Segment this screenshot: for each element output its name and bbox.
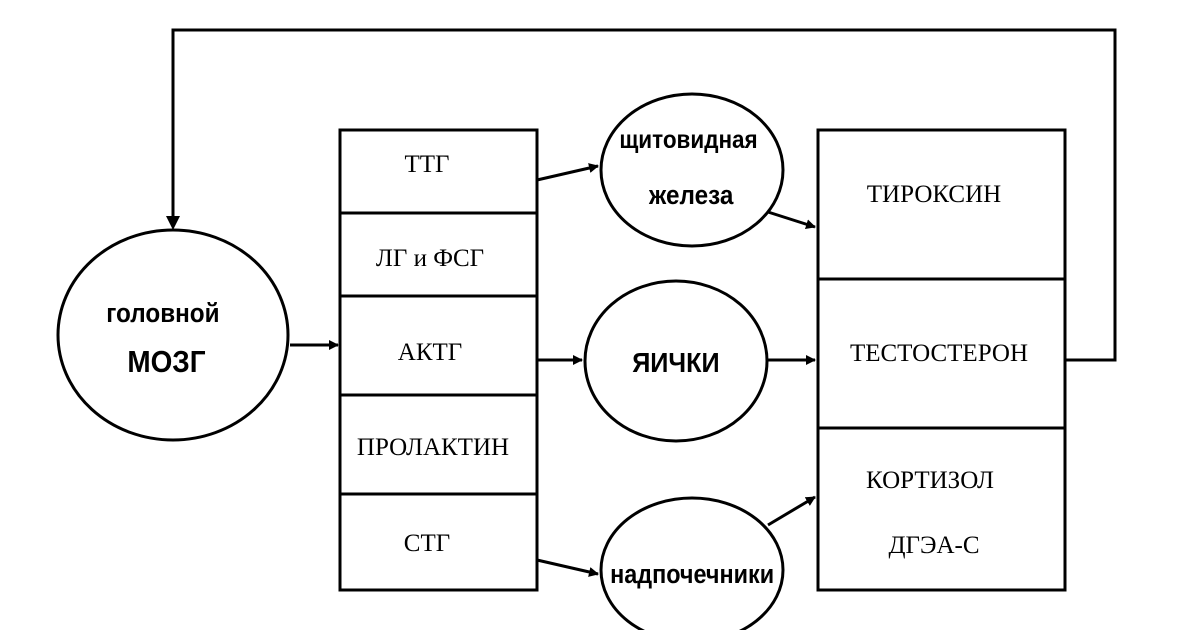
arrow-thyroid-to-thyroxine [767,210,816,230]
hormone-dhea-s: ДГЭА-С [888,532,979,559]
arrow-stg-to-adrenals [536,558,599,577]
brain-label-line1: головной [106,299,219,328]
hormone-ttg: ТТГ [405,151,450,178]
arrow-adrenals-to-cortisol [767,495,816,527]
thyroid-label-line2: железа [648,181,734,210]
thyroid-label-line1: щитовидная [619,126,757,154]
feedback-arrowhead [166,216,180,230]
pituitary-column-frame [338,128,539,592]
hormone-stg: СТГ [404,530,450,557]
hormone-aktg: АКТГ [398,339,462,366]
hormone-prolactin: ПРОЛАКТИН [357,434,509,461]
hormone-lg-fsg: ЛГ и ФСГ [376,245,484,272]
target-column-frame [816,128,1067,592]
adrenals-node [599,496,785,630]
brain-node [56,228,290,442]
hormone-cortisol: КОРТИЗОЛ [866,467,994,494]
hormone-thyroxine: ТИРОКСИН [867,181,1001,208]
hormone-testosterone: ТЕСТОСТЕРОН [850,340,1028,367]
feedback-loop-line [171,28,1117,362]
target-hormone-column: ТИРОКСИН ТЕСТОСТЕРОН КОРТИЗОЛ ДГЭА-С [816,128,1067,592]
brain-label-line2: МОЗГ [127,345,205,380]
pituitary-hormone-column: ТТГ ЛГ и ФСГ АКТГ ПРОЛАКТИН СТГ [338,128,539,592]
thyroid-node [599,92,785,248]
adrenals-label: надпочечники [610,561,774,589]
testes-node [583,279,769,443]
arrow-ttg-to-thyroid [536,163,599,182]
testes-label: ЯИЧКИ [632,347,719,379]
